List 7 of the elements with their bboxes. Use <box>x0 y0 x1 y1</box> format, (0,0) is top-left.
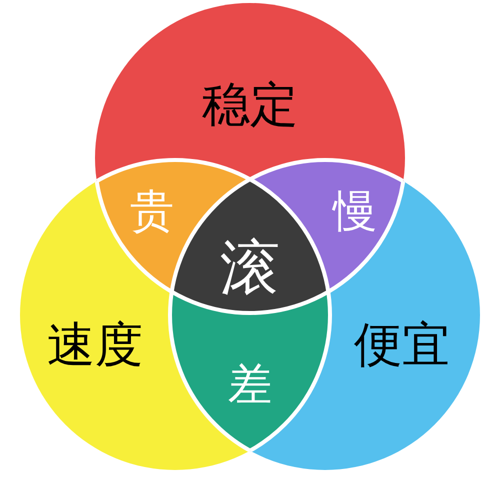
region-label: 差 <box>228 363 272 407</box>
region-label: 稳定 <box>202 81 298 129</box>
region-label: 慢 <box>333 190 377 234</box>
region-label: 滚 <box>220 238 280 298</box>
region-label: 速度 <box>47 321 143 369</box>
region-label: 贵 <box>130 190 174 234</box>
region-label: 便宜 <box>354 321 450 369</box>
